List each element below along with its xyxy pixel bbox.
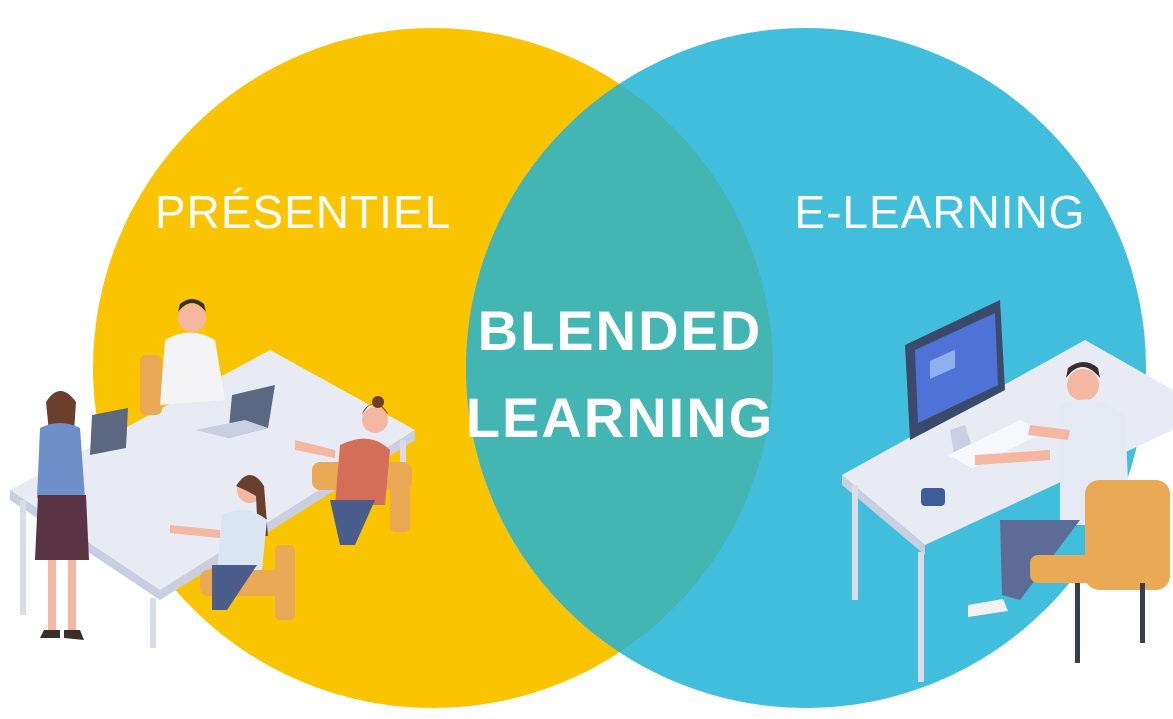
presentiel-label: PRÉSENTIEL: [155, 186, 451, 238]
monitor-screen: [915, 313, 998, 423]
person-at-computer-illustration: [842, 300, 1173, 682]
classroom-meeting-illustration: [10, 299, 415, 648]
elearning-label: E-LEARNING: [794, 186, 1085, 238]
blended-label-line2: LEARNING: [466, 386, 774, 449]
blended-label-line1: BLENDED: [478, 299, 763, 362]
meeting-table: [10, 350, 415, 590]
overlap-region: [466, 28, 773, 708]
